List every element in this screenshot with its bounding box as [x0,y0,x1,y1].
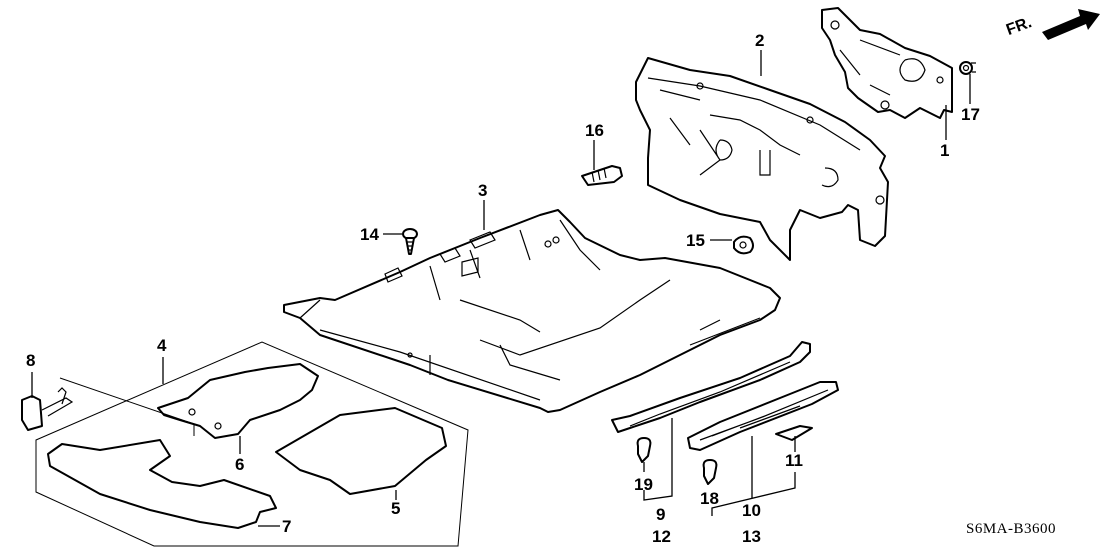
callout-17[interactable]: 17 [961,105,980,124]
part-11-emblem[interactable] [775,425,813,441]
callout-18[interactable]: 18 [700,489,719,508]
part-9-side-sill-garnish[interactable] [611,341,811,433]
leader-line-9-12 [643,418,673,501]
part-16-clip[interactable] [581,165,623,186]
callout-14[interactable]: 14 [360,225,379,244]
callout-11[interactable]: 11 [785,451,803,470]
callout-8[interactable]: 8 [26,351,36,370]
part-10-scuff-plate[interactable] [687,381,839,451]
part-1-dashboard-outer-insulator[interactable] [821,7,953,119]
callout-2[interactable]: 2 [755,31,765,50]
callout-9[interactable]: 9 [656,505,666,524]
leader-line-13-group [711,472,796,516]
callout-7[interactable]: 7 [282,517,292,536]
callout-15[interactable]: 15 [686,231,705,250]
part-7-floor-mat-rear[interactable] [47,439,277,529]
callout-12[interactable]: 12 [652,527,671,546]
part-8-floor-mat-hook[interactable] [21,387,74,431]
callout-4[interactable]: 4 [157,336,167,355]
part-3-floor-carpet[interactable] [283,209,781,413]
callout-5[interactable]: 5 [391,499,401,518]
part-5-floor-mat-passenger[interactable] [275,407,447,495]
part-2-dashboard-insulator[interactable] [635,57,889,261]
callout-10[interactable]: 10 [742,501,761,520]
callout-13[interactable]: 13 [742,527,761,546]
callout-3[interactable]: 3 [478,181,488,200]
part-17-clip[interactable] [959,61,976,75]
diagram-code: S6MA-B3600 [966,521,1057,537]
front-direction-arrow-icon [1042,9,1100,40]
part-18-clip[interactable] [702,459,718,485]
callout-16[interactable]: 16 [585,121,604,140]
part-19-clip[interactable] [636,437,652,463]
part-6-floor-mat-driver[interactable] [157,363,319,439]
part-14-screw[interactable] [402,228,418,255]
part-15-nut[interactable] [733,235,754,255]
leader-line-8-to-6 [59,377,195,436]
callout-19[interactable]: 19 [634,475,653,494]
part-4-floor-mat-set-outline [35,341,469,547]
callout-6[interactable]: 6 [235,455,245,474]
callout-1[interactable]: 1 [940,141,950,160]
